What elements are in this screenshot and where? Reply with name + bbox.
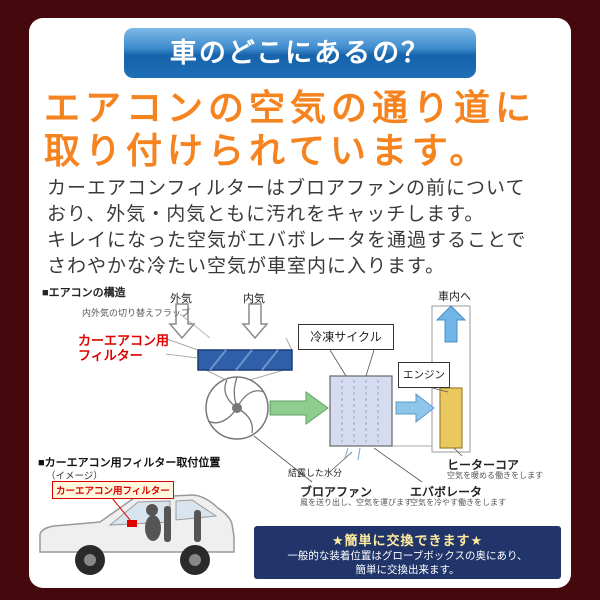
info-box-line2: 簡単に交換出来ます。: [355, 564, 460, 577]
intro-line: おり、外気・内気ともに汚れをキャッチします。: [47, 204, 485, 225]
filter-hatch: [209, 349, 279, 371]
info-box-line1: 一般的な装着位置はグローブボックスの奥にあり、: [287, 550, 528, 562]
condensation-drips: [344, 447, 361, 461]
mount-position-title: ■カーエアコン用フィルター取付位置: [38, 457, 221, 469]
heater-core-label: ヒーターコア: [447, 458, 520, 472]
filter-position-marker: [127, 520, 137, 527]
car-illustration: [39, 494, 235, 575]
intro-line: カーエアコンフィルターはブロアファンの前について: [47, 178, 526, 199]
mount-position-subtitle: （イメージ）: [46, 471, 103, 482]
blower-fan-label: ブロアファン: [300, 485, 373, 499]
evaporator-fins: [341, 380, 379, 442]
car-wheels: [75, 545, 210, 575]
condensation-label: 結露した水分: [288, 468, 343, 478]
mount-position-section: ■カーエアコン用フィルター取付位置 （イメージ） カーエアコン用フィルター: [32, 452, 260, 588]
evaporator-label: エバボレータ: [410, 485, 483, 499]
page-title: 車のどこにあるの？: [169, 38, 431, 68]
intro-line: さわやかな冷たい空気が車室内に入ります。: [47, 256, 446, 277]
inside-air-arrow-icon: [241, 303, 269, 340]
cabin-filter-label-line1: カーエアコン用: [78, 333, 170, 348]
evaporator-note: 空気を冷やす働きをします: [410, 498, 506, 507]
main-headline: エアコンの空気の通り道に 取り付けられています。: [44, 86, 536, 172]
page-title-banner: 車のどこにあるの？: [124, 28, 476, 78]
flap-pointer-line: [179, 313, 211, 339]
intake-arrows: [168, 303, 269, 340]
driver-silhouette: [145, 504, 201, 542]
outside-air-arrow-icon: [168, 303, 196, 340]
heater-core-box: [439, 387, 463, 449]
ac-structure-diagram: ■エアコンの構造 外気 内気 内外気の切り替えフラップ カーエアコン用 フィルタ…: [30, 280, 570, 527]
intro-paragraph: カーエアコンフィルターはブロアファンの前について おり、外気・内気ともに汚れをキ…: [47, 176, 526, 280]
cabin-filter-label-line2: フィルター: [78, 347, 143, 363]
flap-note-label: 内外気の切り替えフラップ: [82, 308, 190, 318]
info-box-title: ★簡単に交換できます★: [331, 533, 484, 548]
label-pointer-lines: [253, 435, 463, 483]
blower-fan-note: 風を送り出し、空気を運びます: [300, 498, 412, 507]
green-airflow-arrow: [269, 391, 329, 425]
blower-fan-icon: [205, 376, 269, 440]
duct-lines: [163, 337, 432, 447]
headline-line1: エアコンの空気の通り道に: [44, 87, 537, 128]
ac-structure-drawing: [163, 303, 471, 483]
car-rear-window: [175, 499, 218, 521]
filter-pointer-line: [165, 353, 199, 359]
filter-position-pointer: [111, 497, 131, 521]
evaporator-box: [329, 375, 393, 447]
intro-line: キレイになった空気がエバボレータを通過することで: [47, 230, 527, 251]
outside-air-label: 外気: [170, 293, 192, 305]
headline-line2: 取り付けられています。: [44, 130, 491, 172]
blue-airflow-arrow-right: [395, 392, 435, 424]
diagram-title: ■エアコンの構造: [42, 287, 126, 299]
engine-box: エンジン: [398, 362, 450, 388]
heater-core-note: 空気を暖める働きをします: [447, 471, 543, 480]
to-cabin-label: 車内へ: [438, 291, 471, 303]
to-cabin-arrow: [435, 305, 467, 343]
cabin-filter-label: カーエアコン用 フィルター: [78, 333, 170, 364]
easy-replace-info-box: ★簡単に交換できます★ 一般的な装着位置はグローブボックスの奥にあり、 簡単に交…: [254, 526, 561, 579]
inside-air-label: 内気: [243, 293, 265, 305]
refrigeration-cycle-box: 冷凍サイクル: [298, 324, 394, 350]
filter-position-tag: カーエアコン用フィルター: [52, 481, 174, 499]
